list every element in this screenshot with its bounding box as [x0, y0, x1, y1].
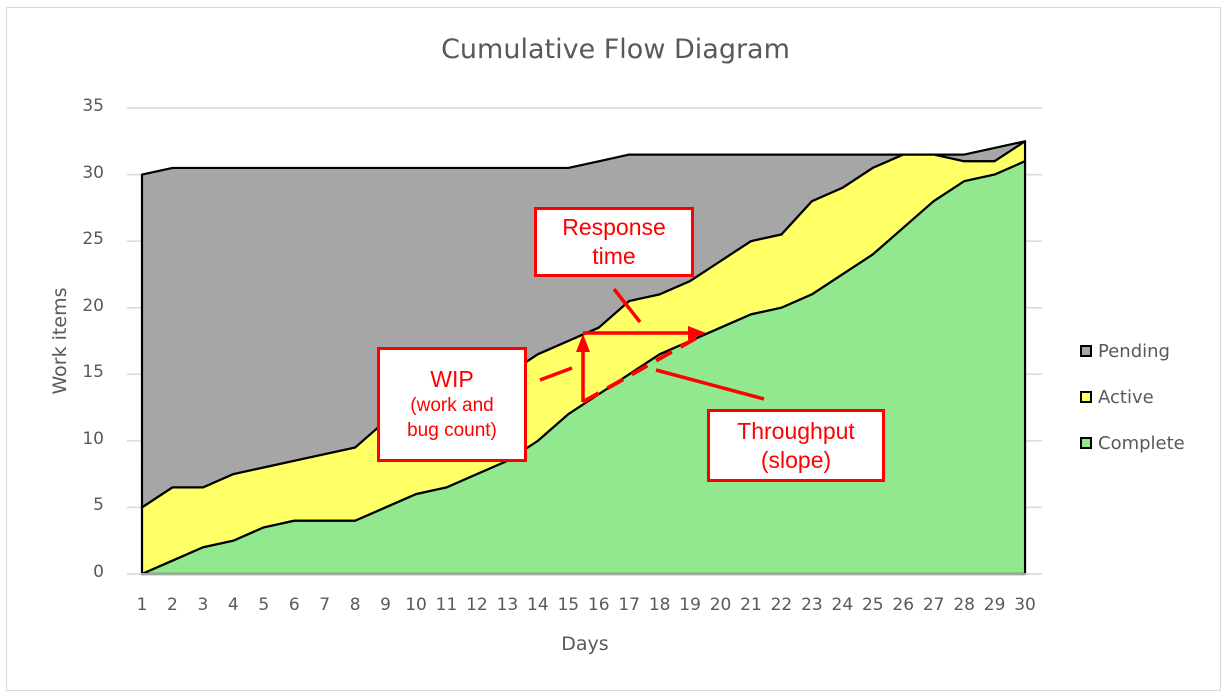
x-tick-label: 8: [349, 595, 361, 615]
x-tick-label: 28: [953, 595, 975, 615]
y-tick-label: 5: [93, 495, 104, 516]
arrow-head-icon: [576, 334, 590, 352]
x-tick-label: 13: [496, 595, 519, 615]
throughput-callout: Throughput (slope): [707, 409, 885, 482]
x-tick-label: 9: [380, 595, 391, 615]
legend-label: Active: [1098, 386, 1154, 408]
x-tick-label: 10: [405, 595, 427, 615]
x-tick-label: 19: [679, 595, 701, 615]
x-tick-label: 24: [831, 595, 854, 615]
x-tick-label: 7: [319, 595, 331, 615]
wip-leader-line: [539, 366, 573, 382]
active-swatch-icon: [1080, 391, 1092, 403]
x-tick-label: 22: [770, 595, 793, 615]
x-tick-label: 30: [1014, 595, 1036, 615]
throughput-slope-line: [582, 331, 706, 404]
callout-text: bug count): [407, 419, 497, 441]
x-tick-label: 18: [648, 595, 671, 615]
callout-text: WIP: [430, 366, 474, 393]
x-tick-label: 5: [258, 595, 270, 615]
x-tick-label: 26: [892, 595, 915, 615]
legend-item-complete: Complete: [1080, 420, 1185, 466]
x-tick-label: 12: [466, 595, 488, 615]
x-axis-label: Days: [561, 633, 609, 655]
x-tick-label: 14: [527, 595, 549, 615]
x-tick-label: 16: [587, 595, 610, 615]
arrow-head-icon: [688, 326, 706, 340]
legend-item-pending: Pending: [1080, 328, 1185, 374]
legend-label: Complete: [1098, 432, 1185, 454]
x-tick-label: 20: [709, 595, 732, 615]
callout-text: (slope): [760, 446, 832, 473]
callout-text: time: [592, 243, 636, 269]
x-tick-label: 11: [435, 595, 458, 615]
x-tick-label: 4: [227, 595, 239, 615]
x-tick-label: 15: [557, 595, 580, 615]
y-tick-label: 20: [82, 295, 104, 316]
complete-swatch-icon: [1080, 437, 1092, 449]
legend-label: Pending: [1098, 340, 1170, 362]
x-tick-label: 27: [922, 595, 945, 615]
x-tick-label: 25: [861, 595, 884, 615]
callout-text: (work and: [410, 395, 494, 417]
y-tick-label: 25: [82, 229, 104, 250]
x-tick-label: 29: [983, 595, 1006, 615]
chart-title: Cumulative Flow Diagram: [441, 34, 790, 65]
callout-text: Throughput: [737, 417, 855, 444]
wip-callout: WIP (work and bug count): [377, 347, 527, 462]
y-tick-label: 30: [82, 162, 104, 183]
x-tick-label: 1: [136, 595, 148, 615]
legend: Pending Active Complete: [1080, 328, 1185, 466]
y-axis-label: Work items: [49, 287, 71, 395]
x-tick-label: 21: [740, 595, 762, 615]
y-tick-label: 0: [93, 562, 104, 582]
response-time-callout: Response time: [534, 207, 694, 277]
x-tick-label: 6: [288, 595, 300, 615]
callout-text: Response: [562, 214, 666, 241]
throughput-leader-line: [655, 368, 765, 401]
x-tick-label: 23: [801, 595, 823, 615]
x-tick-label: 17: [618, 595, 640, 615]
legend-item-active: Active: [1080, 374, 1185, 420]
x-tick-label: 3: [197, 595, 209, 615]
y-tick-label: 15: [82, 362, 104, 383]
x-tick-label: 2: [167, 595, 178, 615]
pending-swatch-icon: [1080, 345, 1092, 357]
y-tick-label: 35: [82, 96, 104, 116]
response-time-leader-line: [612, 287, 642, 324]
y-tick-label: 10: [82, 428, 104, 449]
